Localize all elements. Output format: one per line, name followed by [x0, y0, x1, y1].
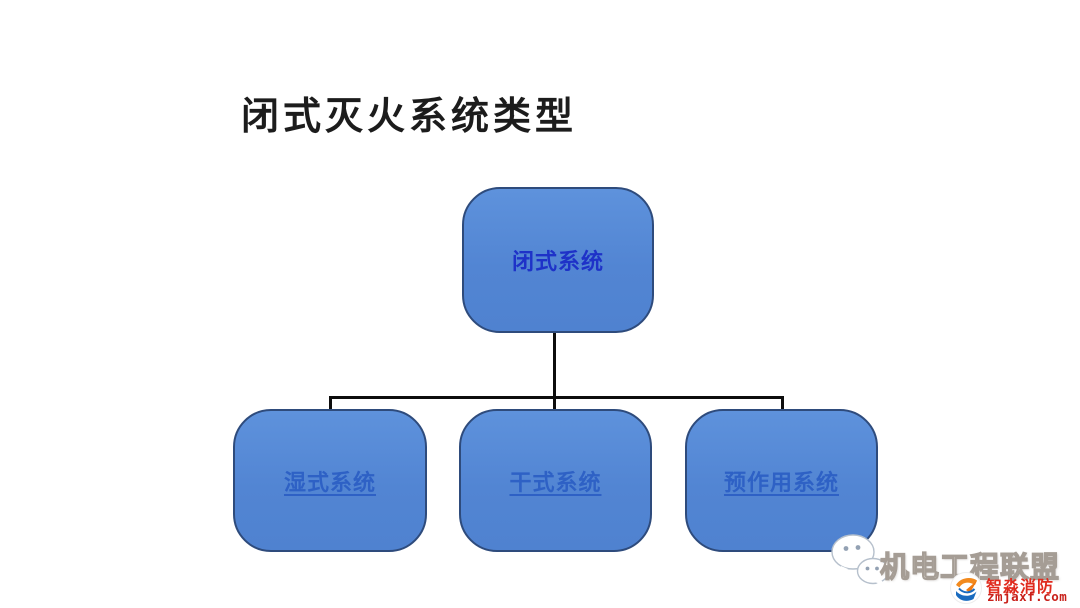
node-preaction-system-label: 预作用系统	[723, 469, 839, 495]
wechat-icon	[831, 534, 890, 586]
connector-horizontal	[329, 396, 784, 399]
connector-drop-dry	[553, 396, 556, 411]
node-closed-system: 闭式系统	[462, 187, 654, 333]
connector-drop-preaction	[781, 396, 784, 411]
website-text: zmjaxf.com	[987, 589, 1068, 604]
node-dry-system: 干式系统	[459, 409, 652, 552]
connector-drop-wet	[329, 396, 332, 411]
page-title: 闭式灭火系统类型	[241, 96, 578, 138]
node-wet-system: 湿式系统	[233, 409, 427, 552]
node-closed-system-label: 闭式系统	[511, 249, 604, 274]
zhimiao-fire-logo-icon	[950, 572, 982, 604]
node-dry-system-label: 干式系统	[509, 469, 602, 495]
node-wet-system-label: 湿式系统	[283, 469, 376, 495]
node-preaction-system: 预作用系统	[685, 409, 878, 552]
company-name-text: 智淼消防	[986, 579, 1055, 596]
connector-root-vertical	[553, 333, 556, 397]
